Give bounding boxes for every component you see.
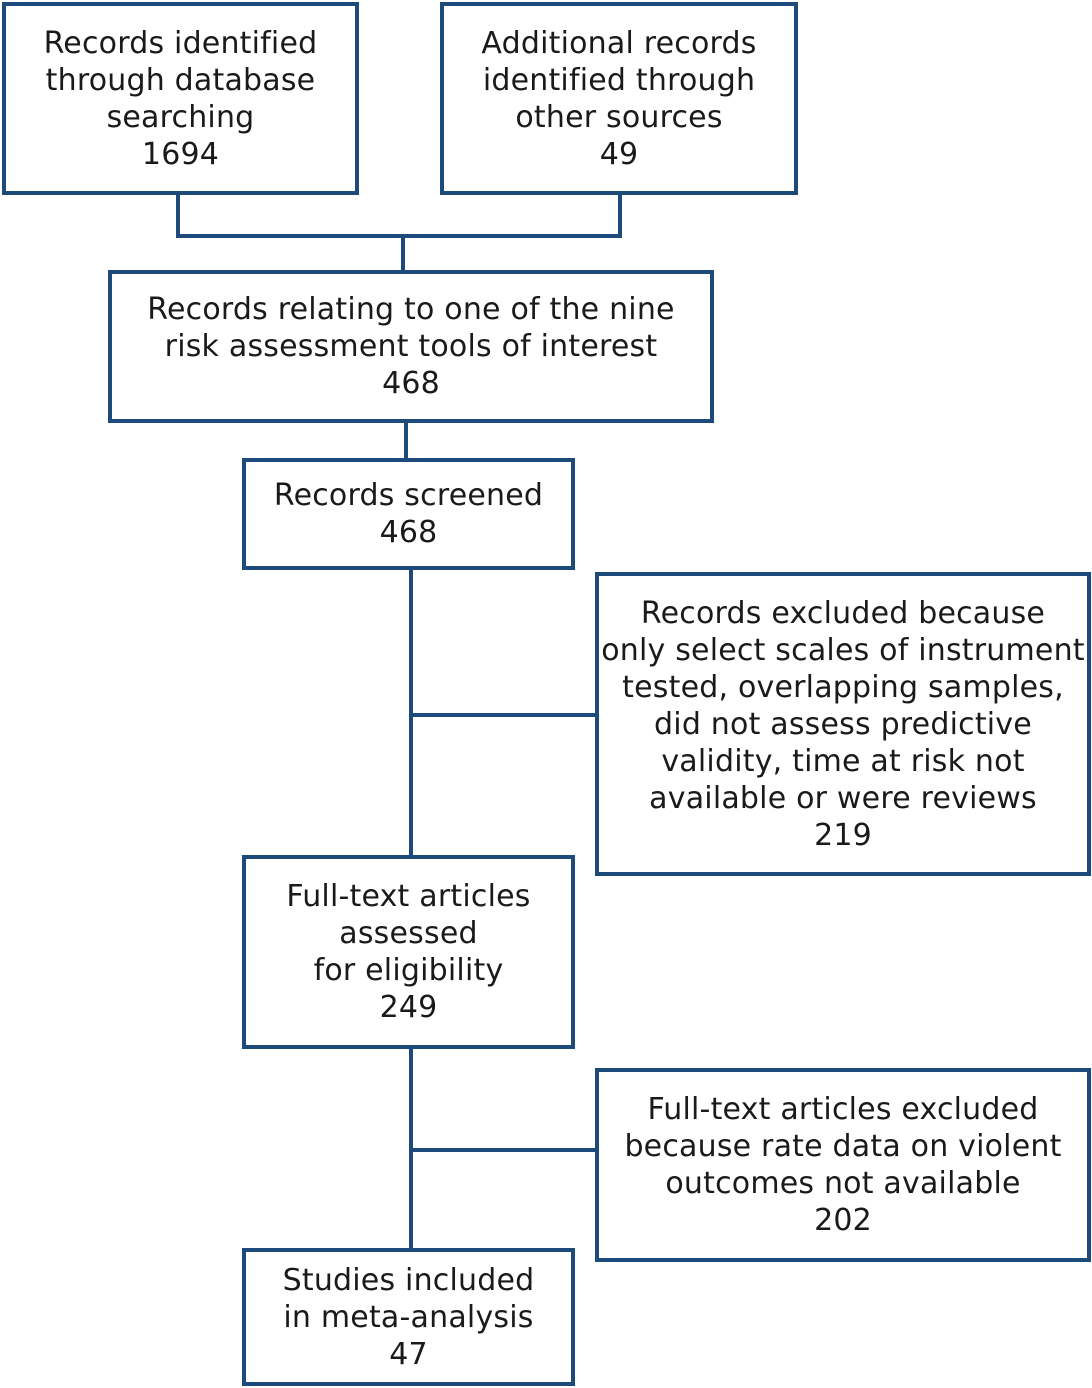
box-count: 1694 [141,136,220,172]
connector-to-records-excluded [409,713,597,717]
box-count: 468 [382,366,440,401]
box-count: 249 [379,990,438,1025]
box-label-line: Records relating to one of the nine [147,292,675,327]
box-label-line: Records identified [43,25,318,61]
box-label-line: identified through [482,62,756,98]
connector-other-down [618,192,622,238]
box-records-identified-database: Records identified through database sear… [2,2,359,195]
connector-merge-to-relating [401,234,405,272]
box-fulltext-excluded: Full-text articles excluded because rate… [595,1068,1091,1262]
connector-merge-horizontal [176,234,622,238]
box-records-relating-to-tools: Records relating to one of the nine risk… [108,270,714,423]
box-count: 47 [389,1336,428,1372]
box-label-line: available or were reviews [649,780,1037,816]
box-count: 202 [814,1203,872,1238]
box-label-line: Full-text articles [286,879,531,914]
box-records-excluded: Records excluded because only select sca… [595,572,1091,876]
box-count: 49 [599,136,639,172]
box-label-line: Records screened [273,478,544,513]
box-count: 219 [814,817,872,853]
box-label-line: tested, overlapping samples, [622,669,1064,705]
box-label-line: only select scales of instrument [601,632,1085,668]
box-count: 468 [379,515,438,550]
box-label-line: Full-text articles excluded [647,1092,1039,1127]
box-studies-included: Studies included in meta-analysis 47 [242,1248,575,1386]
box-label-line: because rate data on violent [624,1129,1062,1164]
box-label-line: for eligibility [313,953,504,988]
box-label-line: Studies included [282,1262,535,1298]
connector-db-down [176,192,180,238]
box-additional-records-other-sources: Additional records identified through ot… [440,2,798,195]
box-label-line: in meta-analysis [283,1299,534,1335]
box-label-line: through database [45,62,316,98]
box-label-line: outcomes not available [665,1166,1021,1201]
connector-to-fulltext-excluded [409,1148,597,1152]
box-label-line: other sources [515,99,723,135]
box-label-line: did not assess predictive [654,706,1032,742]
box-label-line: validity, time at risk not [661,743,1025,779]
box-label-line: risk assessment tools of interest [164,329,658,364]
connector-screened-to-fulltext [409,567,413,857]
box-label-line: searching [106,99,255,135]
box-records-screened: Records screened 468 [242,458,575,570]
box-label-line: assessed [339,916,478,951]
connector-relating-to-screened [404,420,408,460]
box-fulltext-assessed: Full-text articles assessed for eligibil… [242,855,575,1049]
box-label-line: Additional records [481,25,757,61]
box-label-line: Records excluded because [640,595,1046,631]
